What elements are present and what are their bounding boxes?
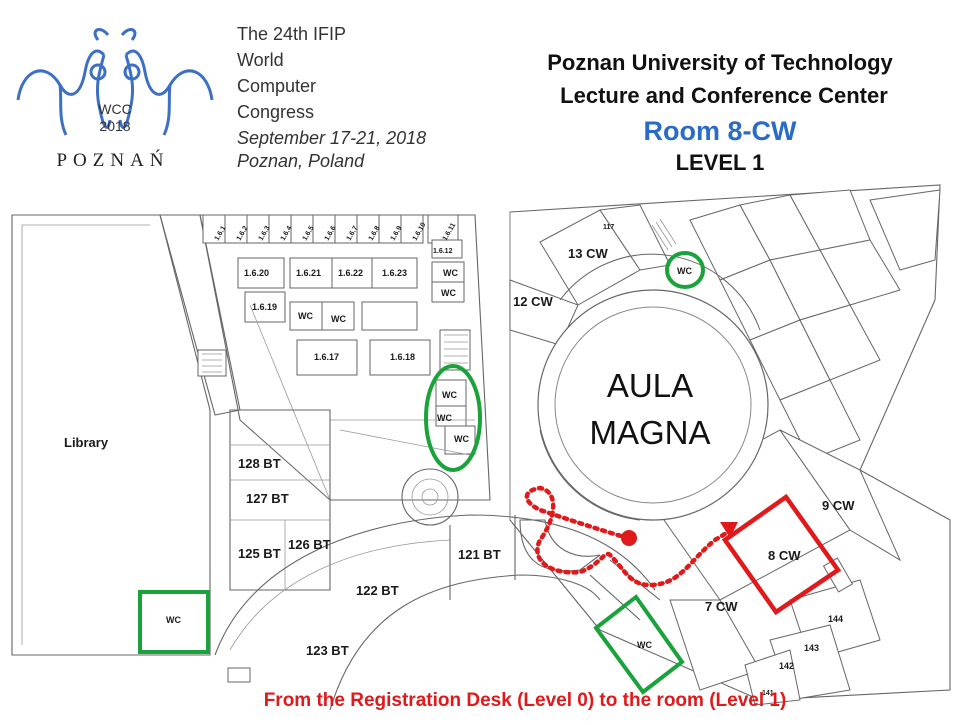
wcc-logo: WCC 2018 POZNAŃ	[16, 28, 214, 171]
route-path	[524, 485, 731, 588]
wc-label: WC	[454, 434, 469, 444]
start-marker-icon	[621, 530, 637, 546]
aula-magna: AULA MAGNA	[537, 253, 769, 521]
event-line-2: World	[237, 50, 284, 70]
room-1617: 1.6.17	[314, 352, 339, 362]
logo-city: POZNAŃ	[56, 149, 169, 171]
venue-title: Poznan University of Technology Lecture …	[547, 50, 893, 175]
wc-label: WC	[443, 268, 458, 278]
wc-label: WC	[677, 266, 692, 276]
event-line-4: Congress	[237, 102, 314, 122]
event-line-6: Poznan, Poland	[237, 151, 365, 171]
room-7cw: 7 CW	[705, 599, 738, 614]
room-144: 144	[828, 614, 843, 624]
wc-highlights	[138, 251, 705, 695]
wc-label: WC	[331, 314, 346, 324]
venue-line-1: Poznan University of Technology	[547, 50, 893, 75]
room-122bt: 122 BT	[356, 583, 399, 598]
room-126bt: 126 BT	[288, 537, 331, 552]
room-117: 117	[603, 224, 614, 231]
room-8cw: 8 CW	[768, 548, 801, 563]
wc-label: WC	[166, 615, 181, 625]
aula-label-2: MAGNA	[589, 414, 710, 451]
wc-label: WC	[437, 413, 452, 423]
wc-label: WC	[637, 640, 652, 650]
wc-highlight-ring	[424, 364, 482, 472]
event-line-5: September 17-21, 2018	[237, 128, 426, 148]
room-123bt: 123 BT	[306, 643, 349, 658]
room-title: Room 8-CW	[644, 116, 797, 146]
room-128bt: 128 BT	[238, 456, 281, 471]
wc-label: WC	[298, 311, 313, 321]
room-127bt: 127 BT	[246, 491, 289, 506]
wc-highlight-box	[593, 594, 685, 695]
room-12cw: 12 CW	[513, 294, 553, 309]
route	[524, 485, 738, 588]
event-line-3: Computer	[237, 76, 316, 96]
wc-highlight-box	[138, 590, 210, 654]
room-13cw: 13 CW	[568, 246, 608, 261]
wc-highlight-ring	[665, 251, 705, 289]
room-141: 141	[762, 690, 774, 697]
route-caption: From the Registration Desk (Level 0) to …	[264, 690, 787, 711]
wc-label: WC	[442, 390, 457, 400]
room-1612: 1.6.12	[433, 248, 453, 255]
logo-year: 2018	[99, 118, 130, 134]
room-1618: 1.6.18	[390, 352, 415, 362]
room-1619: 1.6.19	[252, 302, 277, 312]
wc-label: WC	[441, 288, 456, 298]
room-1622: 1.6.22	[338, 268, 363, 278]
room-9cw: 9 CW	[822, 498, 855, 513]
event-info: The 24th IFIP World Computer Congress Se…	[237, 24, 426, 171]
room-143: 143	[804, 643, 819, 653]
room-125bt: 125 BT	[238, 546, 281, 561]
route-arrow-icon	[720, 522, 738, 538]
room-1621: 1.6.21	[296, 268, 321, 278]
logo-wordmark: WCC	[98, 101, 131, 117]
room-1623: 1.6.23	[382, 268, 407, 278]
level-title: LEVEL 1	[676, 150, 765, 175]
wc-labels: WC WC WC WC WC WC WC WC WC WC	[166, 266, 692, 650]
aula-label-1: AULA	[607, 367, 693, 404]
target-room-highlight	[721, 493, 842, 616]
room-121bt: 121 BT	[458, 547, 501, 562]
event-line-1: The 24th IFIP	[237, 24, 346, 44]
room-1620: 1.6.20	[244, 268, 269, 278]
building-outline	[11, 184, 951, 711]
room-142: 142	[779, 661, 794, 671]
room-library: Library	[64, 435, 109, 450]
venue-line-2: Lecture and Conference Center	[560, 83, 888, 108]
